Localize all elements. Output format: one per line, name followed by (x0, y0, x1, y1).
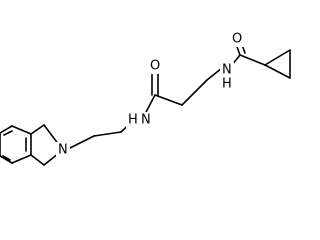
bond-ring-to-carbonyl (239, 54, 266, 66)
structure-diagram: O O N H H N N (0, 31, 291, 166)
atom-o2-label: O (150, 59, 160, 74)
atom-n3-bg (56, 142, 70, 158)
bond-benzene-3 (0, 155, 13, 164)
atom-label-layer: O O N H H N N (56, 31, 244, 158)
bond-benzene-5 (0, 125, 13, 134)
bond-ch2-to-isoindoline-n (67, 135, 95, 150)
bond-benzene-inner-3 (3, 130, 13, 136)
bond-carbonyl-to-nh-lower (144, 94, 156, 115)
atom-h2-label: H (128, 113, 138, 128)
bond-ch2-to-carbonyl (154, 94, 183, 106)
atom-n1-label: N (222, 63, 232, 78)
bond-cyclopropane-3 (264, 64, 291, 79)
bond-isoindoline-ch2-bottom-to-ar (30, 154, 45, 166)
bond-ch2-ch2-lower (93, 131, 122, 137)
bond-nh-upper-to-ch2 (206, 67, 223, 81)
bond-ch2-to-ch2 (181, 79, 208, 106)
atom-n1-bg (220, 62, 234, 87)
atom-o1-bg (230, 31, 244, 47)
bond-benzene-6 (11, 125, 32, 135)
atom-h1-label: H (222, 77, 232, 92)
bond-benzene-inner-2 (2, 155, 11, 161)
atom-o1-label: O (232, 32, 242, 47)
atom-n2-label: N (141, 113, 151, 128)
atom-o2-bg (148, 58, 162, 74)
bond-layer (0, 41, 291, 166)
atom-n3-label: N (58, 143, 68, 158)
bond-benzene-2 (11, 154, 32, 164)
atom-n2-bg (126, 112, 154, 128)
bond-isoindoline-ch2-top-to-ar (30, 124, 45, 135)
bond-cyclopropane-1 (264, 49, 291, 66)
bond-isoindoline-n-to-ch2-top (43, 124, 60, 146)
